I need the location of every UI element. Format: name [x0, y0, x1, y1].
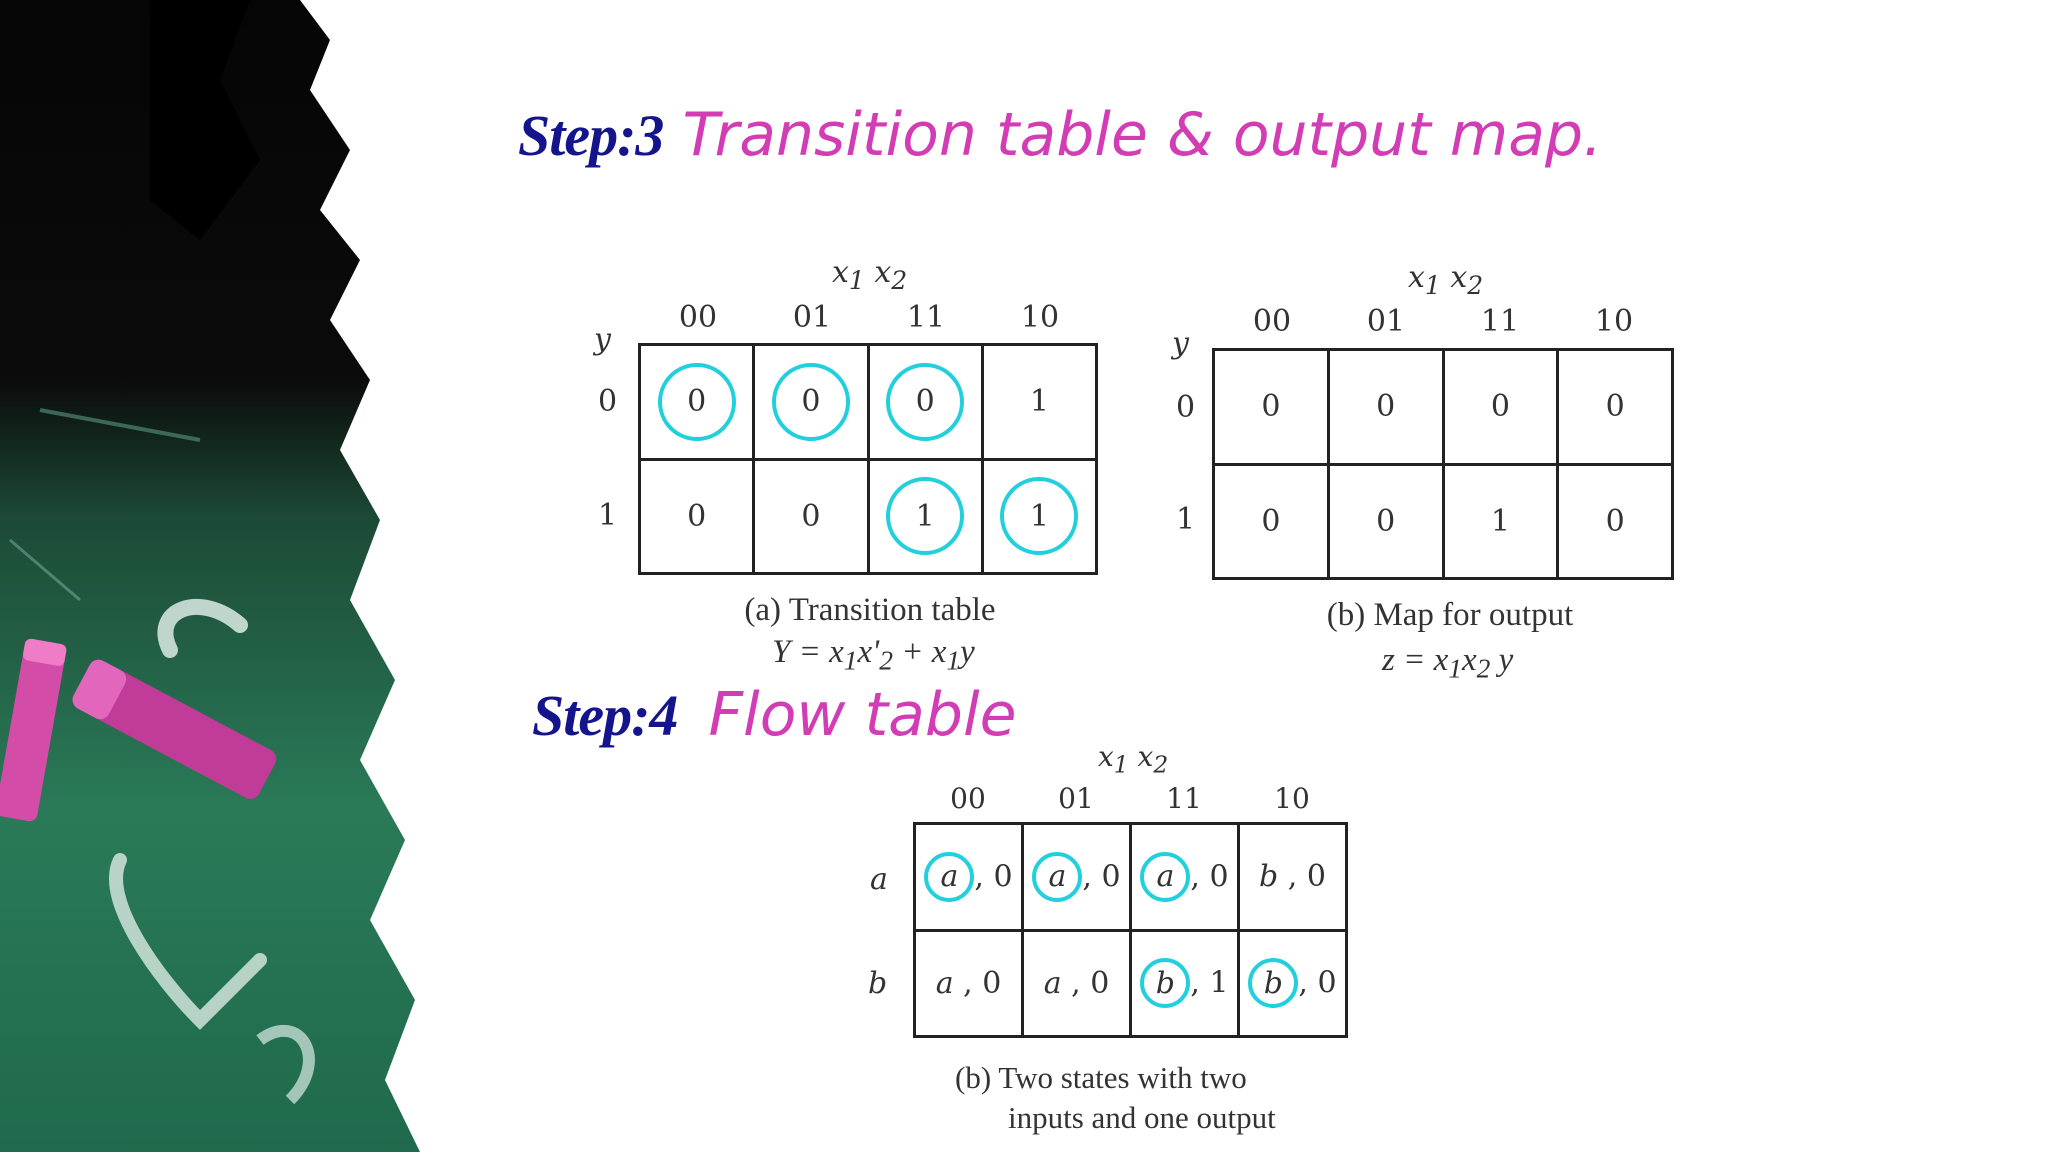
flow-cell: a, 0	[913, 822, 1024, 932]
flow-output: 0	[1306, 859, 1326, 895]
flow-state: a	[1043, 965, 1062, 1001]
output-cell: 0	[1212, 348, 1330, 466]
output-col-header: 11	[1480, 304, 1520, 339]
transition-cell: 1	[980, 343, 1099, 461]
transition-col-header: 10	[1020, 300, 1060, 335]
flow-cell: a, 0	[1021, 822, 1132, 932]
stable-state-circle: 0	[886, 362, 965, 441]
output-cell: 0	[1212, 462, 1330, 580]
output-col-header: 00	[1252, 304, 1292, 339]
flow-output: 0	[993, 859, 1013, 895]
transition-row-var: y	[594, 322, 611, 357]
table-row: a, 0 a, 0 a, 0 b , 0	[913, 822, 1348, 932]
flow-cell: b, 1	[1129, 928, 1240, 1038]
transition-caption: (a) Transition table	[744, 592, 996, 628]
stable-state-circle: 1	[886, 477, 965, 556]
output-equation: z = x1x2 y	[1382, 642, 1514, 684]
flow-output: 0	[1317, 965, 1337, 1001]
flow-output: 0	[982, 965, 1002, 1001]
output-row-var: y	[1172, 326, 1189, 361]
flow-col-header: 00	[950, 782, 986, 815]
transition-var-header: x1 x2	[832, 255, 908, 295]
transition-col-header: 00	[678, 300, 718, 335]
table-row: a , 0 a , 0 b, 1 b, 0	[913, 928, 1348, 1038]
output-col-header: 01	[1366, 304, 1406, 339]
stable-state-circle: b	[1140, 958, 1191, 1009]
output-caption: (b) Map for output	[1326, 597, 1574, 633]
flow-state: b	[1259, 859, 1279, 895]
transition-row-label: 1	[598, 498, 618, 533]
flow-col-header: 10	[1274, 782, 1310, 815]
stable-state-circle: a	[1140, 851, 1191, 902]
output-cell: 0	[1326, 348, 1445, 466]
flow-output: 0	[1090, 965, 1110, 1001]
transition-row-label: 0	[598, 384, 618, 419]
stable-state-circle: b	[1248, 958, 1299, 1009]
transition-cell: 0	[752, 457, 870, 575]
output-cell: 0	[1556, 348, 1674, 466]
stable-state-circle: 1	[1000, 477, 1079, 556]
flow-output: 0	[1209, 859, 1229, 895]
transition-cell: 0	[637, 457, 756, 575]
transition-col-header: 01	[792, 300, 832, 335]
flow-output: 0	[1101, 859, 1121, 895]
transition-cell: 0	[637, 343, 756, 461]
flow-cell: b , 0	[1237, 822, 1348, 932]
transition-cell: 0	[866, 343, 984, 461]
output-row-label: 1	[1176, 502, 1196, 537]
step4-heading: Step:4 Flow table	[532, 680, 1017, 750]
flow-table: a, 0 a, 0 a, 0 b , 0 a , 0 a , 0 b, 1 b,…	[913, 822, 1348, 1038]
output-cell: 0	[1556, 462, 1674, 580]
transition-cell: 1	[980, 457, 1099, 575]
output-col-header: 10	[1594, 304, 1634, 339]
table-row: 0 0 0 0	[1212, 348, 1674, 466]
table-row: 0 0 0 1	[637, 343, 1099, 461]
flow-state: a	[935, 965, 954, 1001]
output-cell: 0	[1326, 462, 1445, 580]
flow-col-header: 11	[1166, 782, 1202, 815]
flow-row-label: a	[870, 862, 888, 897]
stable-state-circle: a	[924, 851, 975, 902]
chalkboard-decoration	[0, 0, 420, 1152]
stable-state-circle: 0	[657, 362, 736, 441]
chalk-stick-icon	[72, 659, 277, 799]
transition-table: 0 0 0 1 0 0 1 1	[637, 343, 1099, 575]
stable-state-circle: a	[1032, 851, 1083, 902]
transition-cell: 0	[752, 343, 870, 461]
flow-cell: b, 0	[1237, 928, 1348, 1038]
step3-title: Transition table & output map.	[682, 100, 1603, 170]
step3-heading: Step:3 Transition table & output map.	[518, 100, 1602, 170]
output-map: 0 0 0 0 0 0 1 0	[1212, 348, 1674, 580]
table-row: 0 0 1 0	[1212, 462, 1674, 580]
output-cell: 0	[1441, 348, 1560, 466]
chalk-stick-icon	[0, 638, 67, 822]
flow-var-header: x1 x2	[1098, 740, 1169, 779]
flow-output: 1	[1209, 965, 1229, 1001]
table-row: 0 0 1 1	[637, 457, 1099, 575]
flow-cell: a, 0	[1129, 822, 1240, 932]
flow-caption-line1: (b) Two states with two	[955, 1060, 1247, 1095]
flow-caption-line2: inputs and one output	[1008, 1100, 1276, 1135]
output-cell: 1	[1441, 462, 1560, 580]
stable-state-circle: 0	[771, 362, 850, 441]
flow-row-label: b	[868, 966, 888, 1001]
step4-title: Flow table	[708, 680, 1017, 750]
output-var-header: x1 x2	[1408, 260, 1484, 300]
step4-label: Step:4	[532, 683, 678, 748]
transition-cell: 1	[866, 457, 984, 575]
flow-col-header: 01	[1058, 782, 1094, 815]
output-row-label: 0	[1176, 390, 1196, 425]
transition-col-header: 11	[906, 300, 946, 335]
flow-cell: a , 0	[1021, 928, 1132, 1038]
step3-label: Step:3	[518, 103, 664, 168]
flow-cell: a , 0	[913, 928, 1024, 1038]
transition-equation: Y = x1x'2 + x1y	[772, 634, 975, 676]
